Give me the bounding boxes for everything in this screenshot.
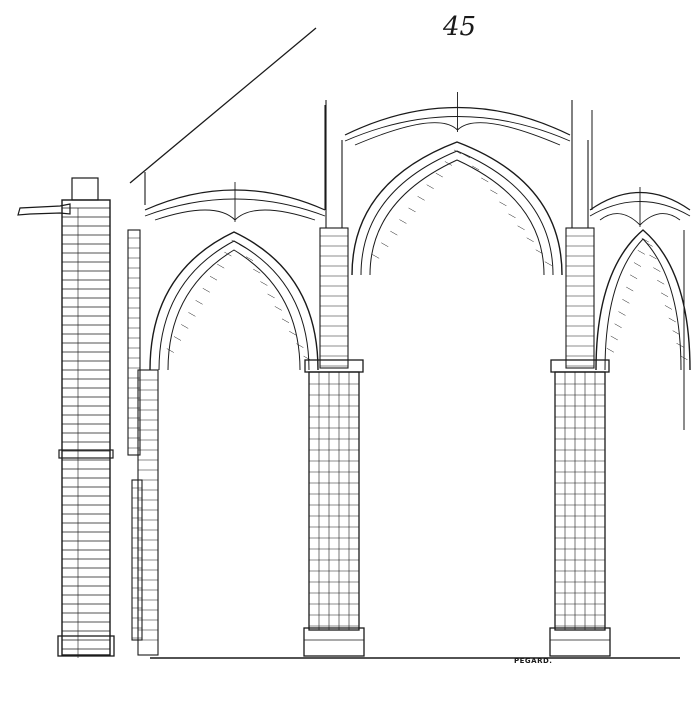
nave-arch-voussoir — [417, 196, 425, 201]
aisle-arch-1-ring — [167, 249, 301, 371]
nave-arch-voussoir — [517, 225, 525, 231]
nave-vault-diagonal-rib — [354, 122, 458, 146]
aisle-vault-1-diagonal-rib — [234, 209, 316, 221]
nave-arch-voussoir — [526, 237, 534, 242]
aisle-arch-2-voussoir — [676, 342, 684, 348]
buttress-base — [57, 635, 115, 657]
aisle-arch-1-voussoir — [231, 239, 239, 245]
aisle-arch-1-voussoir — [260, 281, 268, 286]
aisle-arch-1-voussoir — [253, 268, 261, 274]
nave-arch-ring — [351, 141, 563, 276]
nave-arch-voussoir — [408, 207, 416, 213]
plate-number: 45 — [443, 12, 477, 42]
aisle-arch-1-voussoir — [166, 348, 174, 353]
pier-2-upper-shaft — [565, 227, 595, 369]
nave-arch-voussoir — [490, 189, 498, 195]
nave-arch-voussoir — [508, 213, 516, 219]
nave-arch-voussoir — [399, 219, 407, 224]
nave-arch-ring — [369, 159, 545, 276]
nave-arch-voussoir — [535, 249, 543, 254]
aisle-arch-2-voussoir — [633, 262, 642, 267]
gargoyle — [17, 203, 71, 216]
nave-arch-voussoir — [372, 254, 380, 259]
aisle-arch-1-voussoir — [195, 300, 203, 305]
nave-arch-ring — [360, 150, 554, 276]
buttress-string-course — [58, 449, 114, 459]
aisle-arch-1-voussoir — [289, 331, 297, 336]
pier-2-shaft — [554, 371, 606, 631]
pier-2-base — [549, 627, 611, 657]
aisle-arch-1-voussoir — [181, 324, 189, 329]
aisle-arch-1-ring — [149, 231, 319, 371]
aisle-roof-slope — [129, 27, 317, 184]
nave-arch-voussoir — [390, 230, 398, 236]
aisle-arch-1-voussoir — [188, 312, 196, 317]
aisle-arch-2-voussoir — [618, 311, 626, 316]
aisle-arch-2-voussoir — [657, 279, 665, 285]
nave-arch-voussoir — [481, 177, 489, 183]
aisle-vault-1-diagonal-rib — [154, 209, 236, 221]
aisle-arch-2-voussoir — [614, 323, 622, 328]
aisle-arch-1-voussoir — [281, 318, 290, 324]
aisle-vault-2-diagonal-rib — [599, 213, 641, 226]
nave-arch-voussoir — [462, 153, 471, 159]
aisle-vault-2-diagonal-rib — [639, 213, 681, 226]
aisle-arch-1-voussoir — [173, 336, 182, 341]
aisle-arch-2-voussoir — [645, 242, 653, 247]
aisle-arch-1-voussoir — [217, 263, 225, 269]
nave-arch-voussoir — [499, 201, 507, 207]
aisle-arch-2-voussoir — [606, 348, 615, 353]
aisle-arch-2-voussoir — [649, 254, 657, 260]
engraver-signature: PEGARD. — [514, 657, 553, 665]
aisle-arch-1-voussoir — [202, 288, 210, 293]
aisle-arch-2-voussoir — [668, 317, 676, 323]
aisle-arch-2-ring — [604, 238, 682, 371]
aisle-arch-2-voussoir — [653, 267, 661, 272]
aisle-arch-2-voussoir — [660, 292, 669, 298]
nave-arch-voussoir — [426, 184, 434, 189]
aisle-arch-1-voussoir — [274, 306, 282, 311]
aisle-arch-1-voussoir — [303, 355, 311, 361]
aisle-arch-2-voussoir — [610, 335, 618, 341]
aisle-arch-1-voussoir — [238, 244, 246, 249]
aisle-respond — [137, 369, 159, 656]
buttress-outline — [61, 199, 111, 656]
aisle-arch-2-voussoir — [641, 237, 649, 243]
aisle-arch-2-voussoir — [672, 330, 680, 335]
pier-1-shaft — [308, 371, 360, 631]
aisle-wall-upper — [127, 229, 141, 456]
aisle-arch-1-voussoir — [209, 275, 218, 281]
aisle-arch-2-voussoir — [629, 274, 638, 280]
aisle-arch-1-voussoir — [245, 256, 254, 261]
nave-arch-voussoir — [381, 242, 389, 247]
aisle-arch-2-voussoir — [664, 305, 673, 310]
aisle-arch-1-voussoir — [267, 293, 275, 299]
nave-vault-diagonal-rib — [457, 122, 561, 146]
buttress-top — [71, 177, 99, 201]
aisle-arch-1-ring — [158, 240, 310, 371]
nave-arch-voussoir — [544, 261, 552, 266]
pier-1-base — [303, 627, 365, 657]
aisle-arch-2-voussoir — [626, 286, 634, 292]
nave-arch-voussoir — [444, 161, 453, 166]
aisle-arch-2-voussoir — [637, 250, 645, 255]
aisle-arch-2-voussoir — [622, 299, 630, 304]
aisle-arch-2-ring — [595, 229, 691, 371]
aisle-arch-1-voussoir — [224, 251, 232, 257]
aisle-arch-1-voussoir — [296, 343, 304, 348]
pier-1-upper-shaft — [319, 227, 349, 369]
nave-arch-voussoir — [435, 172, 443, 178]
nave-arch-voussoir — [472, 165, 480, 171]
nave-arch-voussoir — [453, 149, 462, 155]
